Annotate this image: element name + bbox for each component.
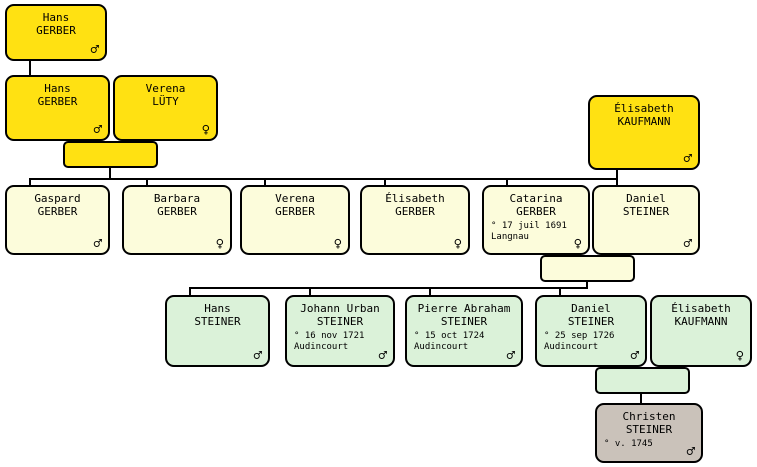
given-name: Johann Urban xyxy=(300,302,380,315)
surname: STEINER xyxy=(567,315,615,328)
person-box-elisabeth-kaufmann-1[interactable]: Élisabeth KAUFMANN ♂ xyxy=(588,95,700,170)
connector-line xyxy=(309,287,311,295)
birth-place: Langnau xyxy=(491,232,529,242)
person-box-christen-steiner[interactable]: Christen STEINER ° v. 1745 ♂ xyxy=(595,403,703,463)
birth-place: Audincourt xyxy=(544,342,599,352)
given-name: Christen xyxy=(622,410,676,423)
union-node-steiner-kaufmann[interactable] xyxy=(595,367,690,394)
person-box-elisabeth-kaufmann-2[interactable]: Élisabeth KAUFMANN ♀ xyxy=(650,295,752,367)
person-box-daniel-steiner-1[interactable]: Daniel STEINER ♂ xyxy=(592,185,700,255)
surname: GERBER xyxy=(275,205,315,218)
surname: STEINER xyxy=(625,423,673,436)
male-icon: ♂ xyxy=(93,122,102,138)
birth-date: ° 17 juil 1691 xyxy=(491,221,567,231)
surname: STEINER xyxy=(316,315,364,328)
birth-date: ° 16 nov 1721 xyxy=(294,331,365,341)
birth-place: Audincourt xyxy=(294,342,349,352)
female-icon: ♀ xyxy=(333,236,342,252)
surname: GERBER xyxy=(516,205,556,218)
event-list: ° 16 nov 1721 Audincourt xyxy=(287,331,393,353)
surname: GERBER xyxy=(157,205,197,218)
person-box-verena-gerber[interactable]: Verena GERBER ♀ xyxy=(240,185,350,255)
female-icon: ♀ xyxy=(453,236,462,252)
person-box-verena-luty[interactable]: Verena LÜTY ♀ xyxy=(113,75,218,141)
event-list: ° 15 oct 1724 Audincourt xyxy=(407,331,521,353)
connector-line xyxy=(586,282,588,289)
given-name: Daniel xyxy=(626,192,666,205)
male-icon: ♂ xyxy=(683,151,692,167)
given-name: Daniel xyxy=(571,302,611,315)
surname: GERBER xyxy=(36,24,76,37)
male-icon: ♂ xyxy=(93,236,102,252)
given-name: Gaspard xyxy=(34,192,81,205)
connector-line xyxy=(559,287,561,295)
surname: GERBER xyxy=(37,95,78,108)
connector-line xyxy=(189,287,588,289)
birth-date: ° 15 oct 1724 xyxy=(414,331,485,341)
surname: STEINER xyxy=(622,205,670,218)
connector-line xyxy=(616,170,618,185)
connector-line xyxy=(506,178,508,185)
given-name: Verena xyxy=(145,82,186,95)
given-name: Hans xyxy=(204,302,231,315)
connector-line xyxy=(29,61,31,75)
person-box-elisabeth-gerber[interactable]: Élisabeth GERBER ♀ xyxy=(360,185,470,255)
connector-line xyxy=(264,178,266,185)
union-node-gerber-luty[interactable] xyxy=(63,141,158,168)
given-name: Catarina xyxy=(509,192,563,205)
connector-line xyxy=(189,287,191,295)
given-name: Élisabeth xyxy=(614,102,674,115)
given-name: Barbara xyxy=(153,192,201,205)
person-box-catarina-gerber[interactable]: Catarina GERBER ° 17 juil 1691 Langnau ♀ xyxy=(482,185,590,255)
male-icon: ♂ xyxy=(683,236,692,252)
surname: KAUFMANN xyxy=(674,315,728,328)
connector-line xyxy=(29,178,618,180)
event-list: ° 25 sep 1726 Audincourt xyxy=(537,331,645,353)
female-icon: ♀ xyxy=(215,236,224,252)
person-box-hans-gerber-2[interactable]: Hans GERBER ♂ xyxy=(5,75,110,141)
birth-place: Audincourt xyxy=(414,342,469,352)
person-box-hans-steiner[interactable]: Hans STEINER ♂ xyxy=(165,295,270,367)
given-name: Verena xyxy=(275,192,315,205)
male-icon: ♂ xyxy=(686,444,695,460)
given-name: Hans xyxy=(44,82,71,95)
given-name: Élisabeth xyxy=(671,302,731,315)
surname: STEINER xyxy=(440,315,488,328)
male-icon: ♂ xyxy=(253,348,262,364)
birth-date: ° v. 1745 xyxy=(604,439,653,449)
surname: KAUFMANN xyxy=(617,115,671,128)
male-icon: ♂ xyxy=(506,348,515,364)
person-box-daniel-steiner-2[interactable]: Daniel STEINER ° 25 sep 1726 Audincourt … xyxy=(535,295,647,367)
connector-line xyxy=(29,178,31,185)
surname: GERBER xyxy=(37,205,78,218)
connector-line xyxy=(109,168,111,180)
given-name: Hans xyxy=(42,11,70,24)
event-list: ° 17 juil 1691 Langnau xyxy=(484,221,588,243)
female-icon: ♀ xyxy=(573,236,582,252)
female-icon: ♀ xyxy=(201,122,210,138)
surname: STEINER xyxy=(194,315,241,328)
event-list: ° v. 1745 xyxy=(597,439,701,450)
birth-date: ° 25 sep 1726 xyxy=(544,331,615,341)
male-icon: ♂ xyxy=(90,42,99,58)
male-icon: ♂ xyxy=(378,348,387,364)
person-box-gaspard-gerber[interactable]: Gaspard GERBER ♂ xyxy=(5,185,110,255)
person-box-pierre-abraham-steiner[interactable]: Pierre Abraham STEINER ° 15 oct 1724 Aud… xyxy=(405,295,523,367)
connector-line xyxy=(429,287,431,295)
connector-line xyxy=(146,178,148,185)
given-name: Élisabeth xyxy=(385,192,445,205)
person-box-barbara-gerber[interactable]: Barbara GERBER ♀ xyxy=(122,185,232,255)
connector-line xyxy=(640,394,642,403)
union-node-gerber-steiner[interactable] xyxy=(540,255,635,282)
surname: GERBER xyxy=(395,205,435,218)
surname: LÜTY xyxy=(152,95,179,108)
female-icon: ♀ xyxy=(735,348,744,364)
person-box-hans-gerber-1[interactable]: Hans GERBER ♂ xyxy=(5,4,107,61)
connector-line xyxy=(384,178,386,185)
given-name: Pierre Abraham xyxy=(417,302,511,315)
male-icon: ♂ xyxy=(630,348,639,364)
person-box-johann-urban-steiner[interactable]: Johann Urban STEINER ° 16 nov 1721 Audin… xyxy=(285,295,395,367)
